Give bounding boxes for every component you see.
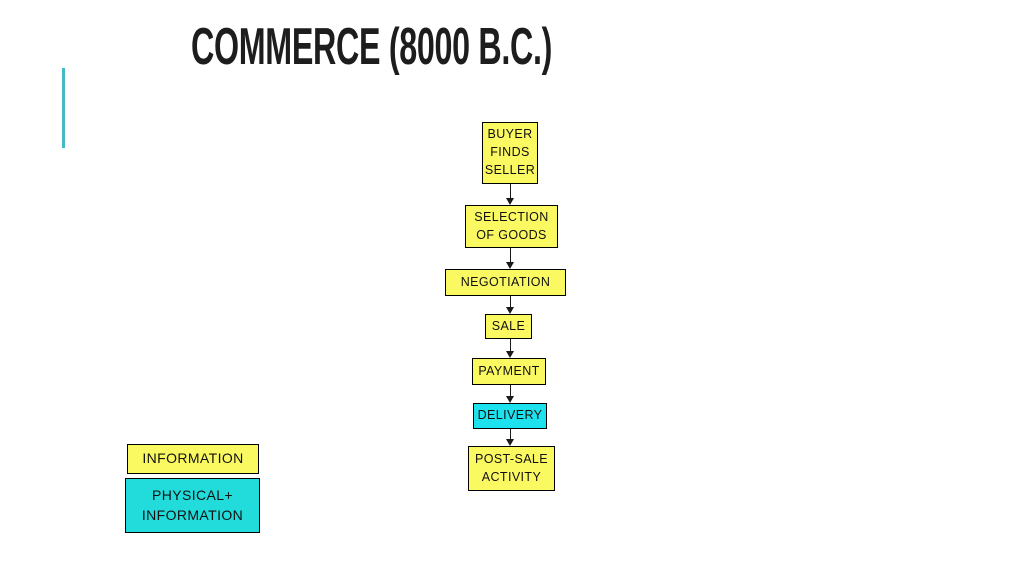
down-arrow	[505, 184, 516, 205]
flow-step-payment: PAYMENT	[472, 358, 546, 385]
down-arrow	[505, 296, 516, 314]
down-arrow	[505, 339, 516, 358]
down-arrow	[505, 248, 516, 269]
accent-line	[62, 68, 65, 148]
legend-item-information: INFORMATION	[127, 444, 259, 474]
flow-step-selection-of-goods: SELECTION OF GOODS	[465, 205, 558, 248]
flow-step-post-sale-activity: POST-SALE ACTIVITY	[468, 446, 555, 491]
flow-step-sale: SALE	[485, 314, 532, 339]
slide-title: COMMERCE (8000 B.C.)	[191, 18, 553, 76]
flow-step-negotiation: NEGOTIATION	[445, 269, 566, 296]
down-arrow	[505, 385, 516, 403]
down-arrow	[505, 429, 516, 446]
legend-item-physical-information: PHYSICAL+ INFORMATION	[125, 478, 260, 533]
flow-step-delivery: DELIVERY	[473, 403, 547, 429]
flow-step-buyer-finds-seller: BUYER FINDS SELLER	[482, 122, 538, 184]
